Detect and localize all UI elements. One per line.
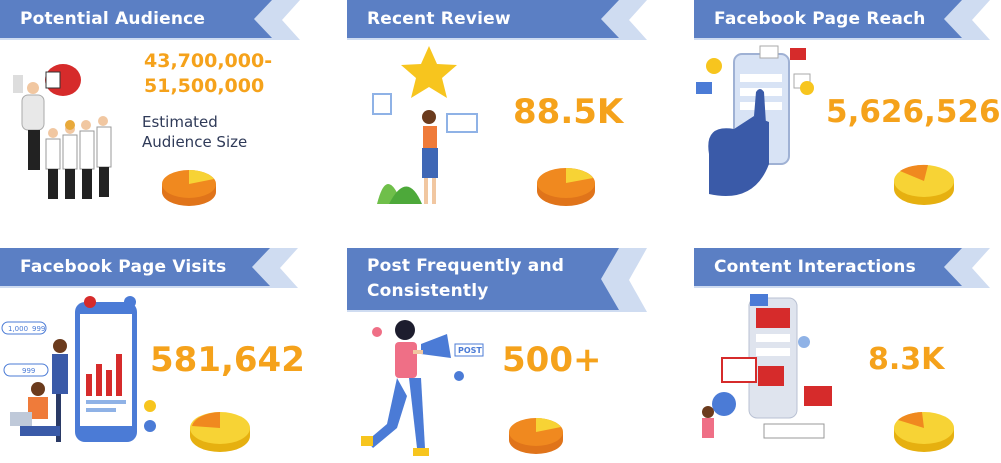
like-counter-c: 999 xyxy=(22,367,35,375)
like-counter-a: 1,000 xyxy=(8,325,28,333)
megaphone-crowd-illustration xyxy=(8,55,138,215)
banner-recent-review: Recent Review xyxy=(347,0,647,40)
card-facebook-page-visits: Facebook Page Visits 1,000 999 999 xyxy=(0,248,305,459)
post-count: 500+ xyxy=(502,340,602,380)
audience-range-line1: 43,700,000- xyxy=(144,50,273,72)
card-recent-review: Recent Review 88.5K xyxy=(347,0,647,210)
card-title-line2: Consistently xyxy=(367,281,489,301)
pie-chart-icon xyxy=(894,412,954,452)
phone-analytics-illustration: 1,000 999 999 xyxy=(0,294,160,459)
megaphone-woman-illustration: POST xyxy=(347,316,497,463)
card-potential-audience: Potential Audience 43,700,000- 51,500,00… xyxy=(0,0,300,210)
page-reach-count: 5,626,526 xyxy=(826,94,1001,130)
banner-content-interactions: Content Interactions xyxy=(694,248,990,288)
like-counter-b: 999 xyxy=(32,325,45,333)
caption-line2: Audience Size xyxy=(142,133,248,151)
card-title: Recent Review xyxy=(367,9,511,29)
pie-chart-icon xyxy=(509,418,563,454)
card-title-line1: Post Frequently and xyxy=(367,256,565,276)
pie-chart-icon xyxy=(537,168,595,206)
pie-chart-icon xyxy=(162,170,216,206)
pie-chart-icon xyxy=(190,412,250,452)
pie-chart-icon xyxy=(894,164,954,205)
card-title: Facebook Page Reach xyxy=(714,9,926,29)
post-badge: POST xyxy=(458,346,482,355)
card-content-interactions: Content Interactions 8.3K xyxy=(694,248,994,458)
page-visits-count: 581,642 xyxy=(150,340,305,380)
ribbon-shape xyxy=(0,248,298,288)
ribbon-shape xyxy=(694,0,990,40)
card-title: Potential Audience xyxy=(20,9,206,29)
banner-potential-audience: Potential Audience xyxy=(0,0,300,40)
banner-facebook-page-reach: Facebook Page Reach xyxy=(694,0,990,40)
star-review-illustration xyxy=(367,44,497,214)
ribbon-shape xyxy=(347,0,647,40)
card-title: Facebook Page Visits xyxy=(20,257,227,277)
phone-hand-illustration xyxy=(694,44,824,214)
card-title: Content Interactions xyxy=(714,257,916,277)
card-facebook-page-reach: Facebook Page Reach 5,626,526 xyxy=(694,0,1001,210)
banner-facebook-page-visits: Facebook Page Visits xyxy=(0,248,298,288)
banner-post-frequently: Post Frequently and Consistently xyxy=(347,248,647,312)
interactions-count: 8.3K xyxy=(868,342,945,377)
ribbon-shape xyxy=(0,0,300,40)
ribbon-shape xyxy=(347,248,647,312)
content-pages-illustration xyxy=(694,294,844,459)
caption-line1: Estimated xyxy=(142,113,218,131)
ribbon-shape xyxy=(694,248,990,288)
card-post-frequently: Post Frequently and Consistently POST 50… xyxy=(347,248,647,458)
review-count: 88.5K xyxy=(513,92,624,132)
audience-range-line2: 51,500,000 xyxy=(144,75,265,97)
